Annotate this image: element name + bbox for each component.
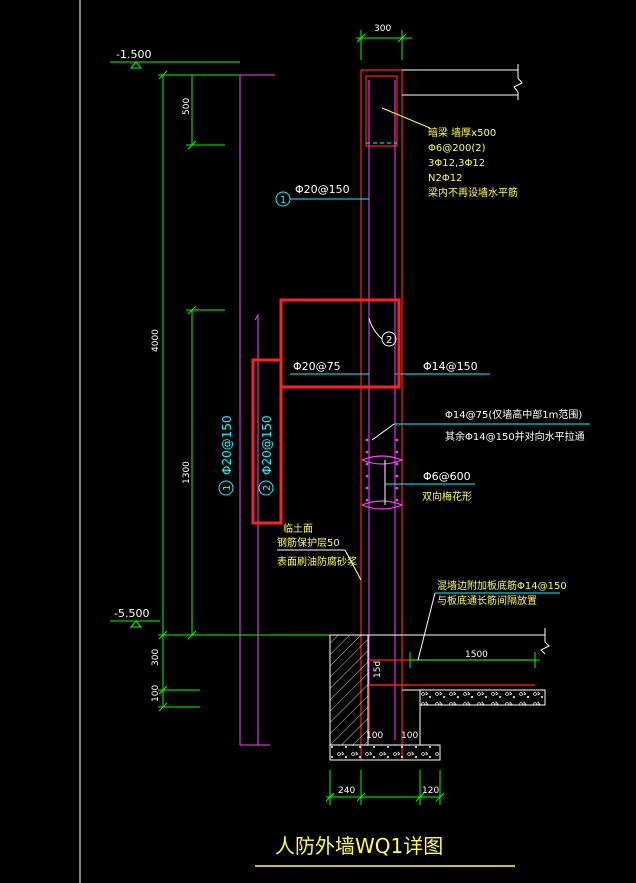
beam-note-line-1: 暗梁 墙厚x500 [428,126,496,139]
drawing-title: 人防外墙WQ1详图 [275,834,443,858]
horizontal-rebar-line-2: 其余Φ14@150并对向水平拉通 [445,430,585,443]
elevation-top-text: -1.500 [116,48,151,61]
lap-mark-text: 15d [373,661,383,678]
rebar-label-2-text: Φ20@75 [293,360,341,373]
dim-wall-thickness [356,30,412,60]
footing [329,628,550,761]
top-slab [402,64,523,100]
left-vertical-2-num: 2 [262,485,273,491]
beam-note-leader [381,107,431,129]
highlight-box-middle [279,298,401,389]
elevation-top: -1.500 [110,48,240,69]
cover-left-text: 100 [366,731,383,741]
dim-base-layer: 100 [151,685,161,702]
dim-footing-right-text: 120 [422,786,439,796]
horizontal-rebar-note: Φ14@75(仅墙高中部1m范围) 其余Φ14@150并对向水平拉通 [371,408,590,443]
beam-note-line-5: 梁内不再设墙水平筋 [428,186,518,199]
outside-coat-leader-2 [344,549,362,581]
tie-bar-note: Φ6@600 双向梅花形 [384,460,475,505]
outside-coat-text: 表面刷油防腐砂浆 [277,555,357,568]
dim-slab-extension [409,652,540,668]
elevation-bottom-text: -5.500 [114,607,149,620]
tie-bar-note-text: 双向梅花形 [422,490,472,503]
dim-footing-depth: 300 [151,649,161,666]
rebar-label-2: 2 Φ20@75 [290,317,397,375]
slab-note-line-2: 与板底通长筋间隔放置 [437,594,537,607]
dim-wall-height: 4000 [151,329,161,352]
dim-footing-widths [325,770,445,805]
left-vertical-1-num: 1 [222,485,233,491]
dim-footing-left-text: 240 [338,786,355,796]
beam-note: 暗梁 墙厚x500 Φ6@200(2) 3Φ12,3Φ12 N2Φ12 梁内不再… [428,126,518,199]
soil-face-line-1: 临土面 [283,522,313,535]
beam-note-line-3: 3Φ12,3Φ12 [428,158,485,169]
dim-top-segment: 500 [182,98,192,115]
slab-note: 混墙边附加板底筋Φ14@150 与板底通长筋间隔放置 [417,579,567,661]
beam-note-line-4: N2Φ12 [428,173,462,184]
tie-bars [361,455,404,510]
dim-wall-thickness-text: 300 [374,24,391,34]
cover-right-text: 100 [401,731,418,741]
rebar-label-1-top: 1 Φ20@150 [275,183,369,207]
slab-note-line-1: 混墙边附加板底筋Φ14@150 [437,579,567,592]
elevation-bottom: -5.500 [110,607,160,628]
rebar-label-1-num: 1 [280,195,286,206]
rebar-right-vertical-label: Φ14@150 [395,360,490,375]
left-vertical-2-text: Φ20@150 [260,415,274,475]
tie-bar-text: Φ6@600 [423,470,471,483]
rebar-label-1-text: Φ20@150 [295,183,350,196]
beam-note-line-2: Φ6@200(2) [428,143,486,154]
dim-left-outer [158,70,350,712]
horizontal-rebar-line-1: Φ14@75(仅墙高中部1m范围) [445,408,582,421]
left-rebar-lines [239,74,275,746]
rebar-label-2-num: 2 [386,335,392,346]
soil-face-note: 临土面 钢筋保护层50 表面刷油防腐砂浆 [277,522,357,568]
left-vertical-label-2: 2 Φ20@150 [258,415,274,496]
horizontal-rebar-dots [365,438,399,502]
left-vertical-1-text: Φ20@150 [220,415,234,475]
dim-mid-segment: 1300 [182,461,192,484]
highlight-box-left [251,358,283,525]
soil-face-line-2: 钢筋保护层50 [277,536,340,549]
dim-slab-extension-text: 1500 [465,650,488,660]
rebar-right-vertical-text: Φ14@150 [423,360,478,373]
left-vertical-label-1: 1 Φ20@150 [218,415,234,496]
dim-left-inner [186,75,225,640]
